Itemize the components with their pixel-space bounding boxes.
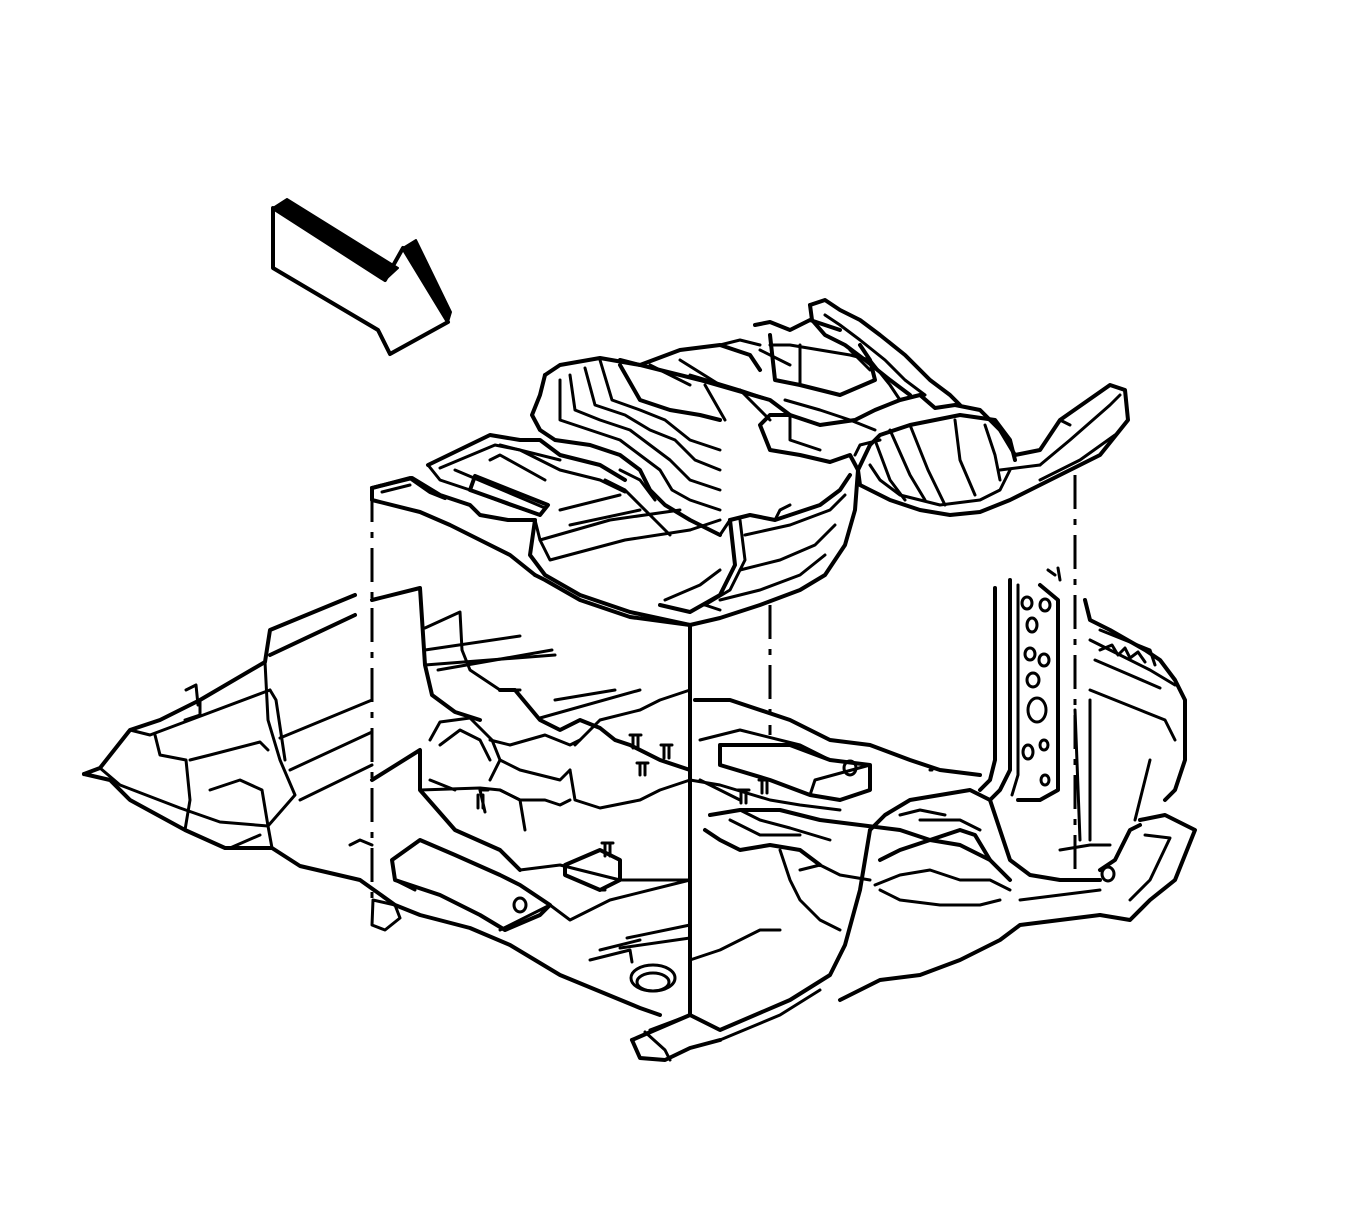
floor-panel-upper <box>370 298 1130 627</box>
lower-floor-pan <box>82 566 1197 1062</box>
view-direction-arrow-icon <box>271 198 452 356</box>
mounting-studs <box>476 733 772 858</box>
alignment-lines <box>370 475 1077 1017</box>
